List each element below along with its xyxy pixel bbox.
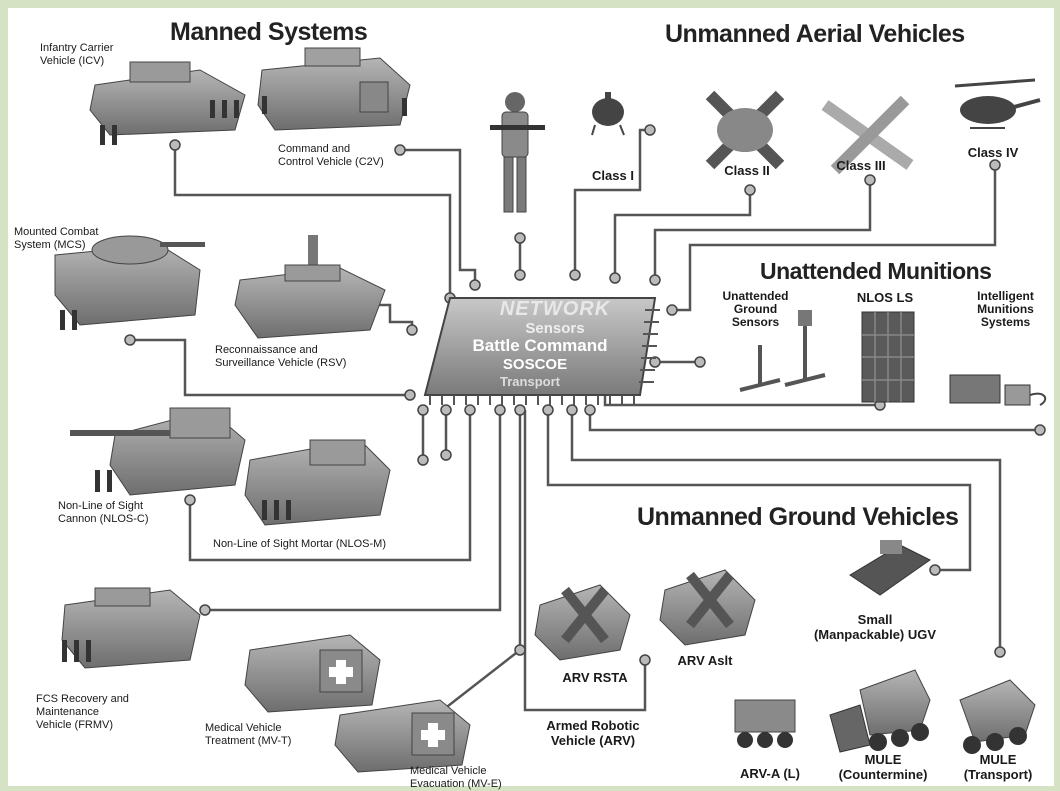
network-chip — [423, 297, 660, 405]
label-arv-a-l: ARV-A (L) — [740, 766, 800, 781]
label-mule-transport: MULE (Transport) — [963, 752, 1033, 782]
label-nlos-c: Non-Line of Sight Cannon (NLOS-C) — [58, 500, 149, 525]
chip-battle-command: Battle Command — [472, 336, 608, 355]
label-icv: Infantry Carrier Vehicle (ICV) — [40, 42, 114, 67]
uav-class-i — [591, 92, 625, 136]
vehicle-icv — [89, 61, 246, 145]
ugv-arv-rsta — [534, 584, 631, 661]
label-arv-aslt: ARV Aslt — [677, 653, 733, 668]
header-unattended-munitions: Unattended Munitions — [760, 258, 992, 284]
vehicle-frmv — [61, 587, 201, 669]
label-class-i: Class I — [592, 168, 634, 183]
ugv-mule-countermine — [829, 669, 931, 753]
vehicle-nlos-c — [70, 407, 246, 496]
label-ugs: Unattended Ground Sensors — [722, 289, 789, 329]
chip-sensors: Sensors — [525, 320, 585, 337]
ugv-small — [849, 540, 931, 596]
label-class-ii: Class II — [724, 163, 770, 178]
label-ims: Intelligent Munitions Systems — [977, 289, 1034, 329]
label-class-iv: Class IV — [967, 145, 1019, 160]
chip-transport: Transport — [500, 374, 560, 389]
chip-soscoe: SOSCOE — [502, 356, 568, 373]
soldier — [490, 92, 545, 213]
label-nlos-m: Non-Line of Sight Mortar (NLOS-M) — [213, 538, 386, 550]
vehicle-c2v — [257, 47, 411, 131]
header-manned-systems: Manned Systems — [170, 18, 368, 46]
label-c2v: Command and Control Vehicle (C2V) — [278, 143, 384, 168]
vehicle-rsv — [234, 235, 386, 339]
vehicle-mv-t — [244, 634, 381, 713]
label-mcs: Mounted Combat System (MCS) — [14, 226, 99, 251]
label-arv-rsta: ARV RSTA — [562, 670, 628, 685]
label-rsv: Reconnaissance and Surveillance Vehicle … — [215, 344, 347, 369]
vehicle-mv-e — [334, 699, 471, 773]
label-mv-e: Medical Vehicle Evacuation (MV-E) — [410, 765, 502, 790]
ugv-arv-aslt — [659, 569, 756, 646]
chip-network-title: NETWORK — [499, 298, 611, 320]
munition-ims — [949, 374, 1047, 406]
label-class-iii: Class III — [836, 158, 886, 173]
label-arv: Armed Robotic Vehicle (ARV) — [546, 718, 640, 748]
label-small-ugv: Small (Manpackable) UGV — [813, 612, 937, 642]
connection-lines — [130, 128, 1040, 760]
ugv-arv-a-l — [734, 699, 796, 748]
uav-class-ii — [705, 90, 785, 170]
label-mule-countermine: MULE (Countermine) — [838, 752, 928, 782]
uav-class-iii — [821, 95, 914, 175]
munition-ugs — [739, 310, 826, 392]
munition-nlos-ls — [861, 311, 915, 403]
label-frmv: FCS Recovery and Maintenance Vehicle (FR… — [36, 693, 129, 731]
header-uav: Unmanned Aerial Vehicles — [665, 20, 965, 48]
vehicle-nlos-m — [244, 439, 391, 526]
uav-class-iv — [954, 78, 1041, 129]
ugv-mule-transport — [959, 679, 1036, 754]
header-ugv: Unmanned Ground Vehicles — [637, 503, 959, 531]
vehicle-mcs — [54, 235, 205, 330]
label-mv-t: Medical Vehicle Treatment (MV-T) — [205, 722, 292, 747]
label-nlos-ls: NLOS LS — [856, 290, 914, 305]
